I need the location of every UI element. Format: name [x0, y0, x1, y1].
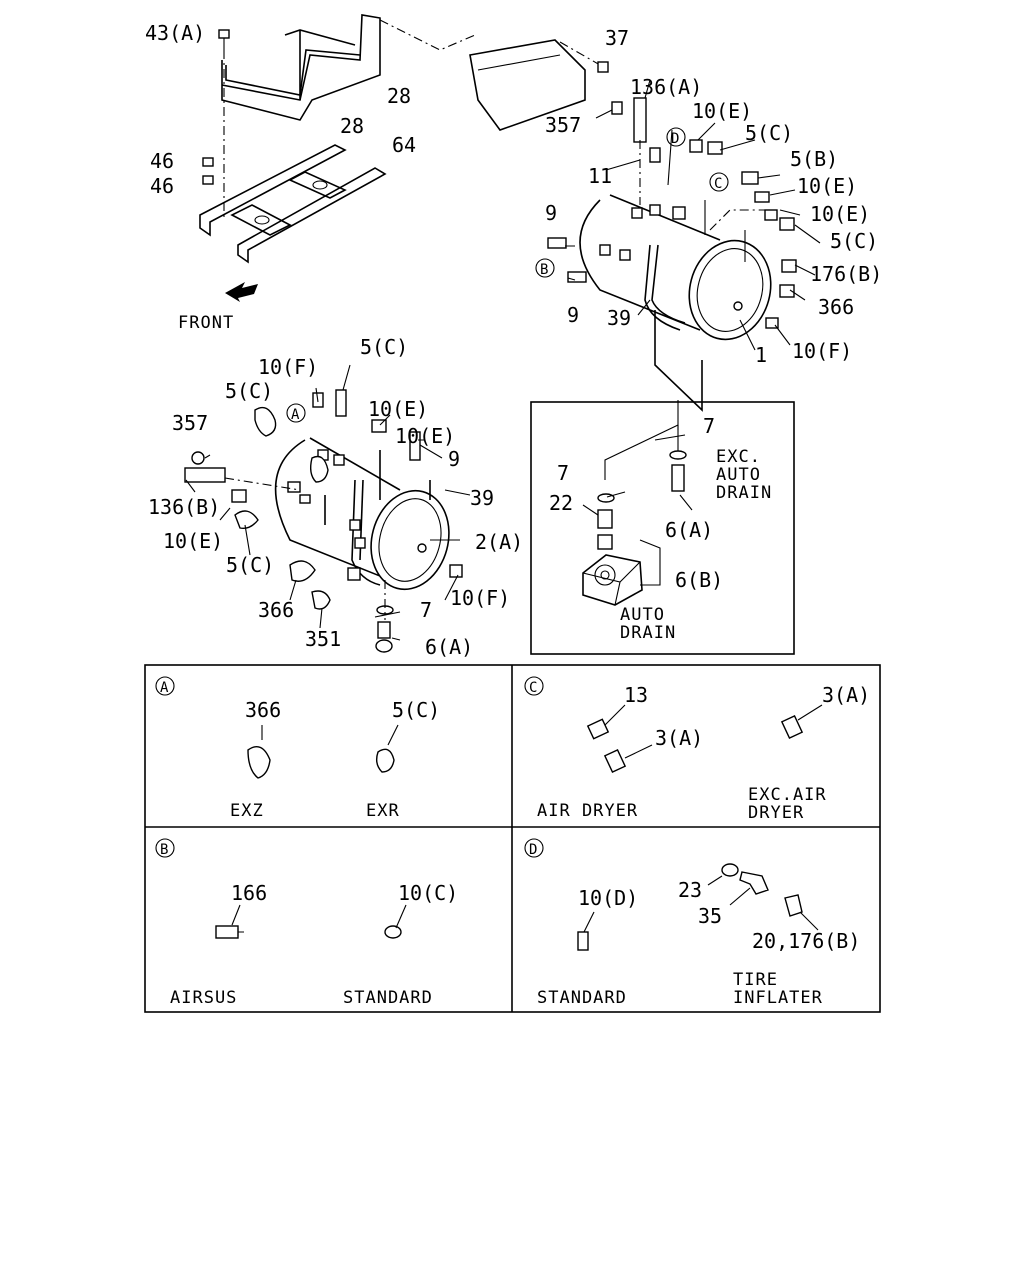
label-10e: 10(E) — [810, 202, 870, 226]
panel-c: C 13 3(A) 3(A) AIR DRYER EXC.AIR DRYER — [524, 676, 870, 823]
air-tank-2a — [184, 364, 471, 653]
panel-a-caption-exz: EXZ — [230, 801, 264, 821]
label-10e: 10(E) — [163, 529, 223, 553]
panel-d-caption-tire: TIRE — [733, 970, 778, 990]
panel-d-part-10d: 10(D) — [578, 886, 638, 910]
panel-b-caption-airsus: AIRSUS — [170, 988, 237, 1008]
panel-a-part-366: 366 — [245, 698, 281, 722]
panel-a-caption-exr: EXR — [366, 801, 400, 821]
label-front: FRONT — [178, 313, 234, 333]
label-exc-auto-drain: EXC. — [716, 447, 761, 467]
marker-a: A — [286, 403, 306, 423]
label-auto-drain: DRAIN — [620, 623, 676, 643]
svg-text:D: D — [529, 842, 537, 858]
panel-a: A 366 5(C) EXZ EXR — [155, 676, 440, 821]
label-1: 1 — [755, 343, 767, 367]
part-labels: 43(A) 37 28 28 46 46 64 FRONT 136(A) 357… — [145, 21, 882, 659]
label-10f: 10(F) — [258, 355, 318, 379]
svg-text:A: A — [160, 680, 169, 696]
label-10e: 10(E) — [797, 174, 857, 198]
label-10e: 10(E) — [692, 99, 752, 123]
label-366: 366 — [818, 295, 854, 319]
panel-c-part-3a: 3(A) — [655, 726, 703, 750]
label-7: 7 — [420, 598, 432, 622]
panel-d-caption-inflater: INFLATER — [733, 988, 823, 1008]
bracket-assembly — [199, 14, 609, 302]
label-6a: 6(A) — [665, 518, 713, 542]
panel-c-part-3a: 3(A) — [822, 683, 870, 707]
label-5c: 5(C) — [360, 335, 408, 359]
label-357: 357 — [545, 113, 581, 137]
label-39: 39 — [470, 486, 494, 510]
svg-text:C: C — [714, 176, 722, 192]
panel-c-caption-air-dryer: AIR DRYER — [537, 801, 638, 821]
label-2a: 2(A) — [475, 530, 523, 554]
panel-c-part-13: 13 — [624, 683, 648, 707]
panel-b-caption-standard: STANDARD — [343, 988, 433, 1008]
svg-text:B: B — [540, 262, 548, 278]
label-10f: 10(F) — [792, 339, 852, 363]
marker-b: B — [535, 258, 555, 278]
label-5b: 5(B) — [790, 147, 838, 171]
label-22: 22 — [549, 491, 573, 515]
air-tank-1 — [547, 79, 821, 430]
label-5c: 5(C) — [225, 379, 273, 403]
label-10e: 10(E) — [368, 397, 428, 421]
circle-markers: D C B A — [286, 127, 729, 423]
label-64: 64 — [392, 133, 416, 157]
label-9: 9 — [448, 447, 460, 471]
label-6b: 6(B) — [675, 568, 723, 592]
panel-d-part-35: 35 — [698, 904, 722, 928]
panel-b: B 166 10(C) AIRSUS STANDARD — [155, 838, 458, 1008]
panel-d-part-20-176b: 20,176(B) — [752, 929, 860, 953]
svg-text:D: D — [671, 131, 679, 147]
label-11: 11 — [588, 164, 612, 188]
label-5c: 5(C) — [830, 229, 878, 253]
panel-d: D 10(D) 23 35 20,176(B) STANDARD TIRE IN… — [524, 838, 860, 1008]
label-exc-auto-drain: AUTO — [716, 465, 761, 485]
svg-text:A: A — [291, 407, 300, 423]
label-exc-auto-drain: DRAIN — [716, 483, 772, 503]
label-136b: 136(B) — [148, 495, 220, 519]
auto-drain-box — [530, 401, 795, 655]
label-351: 351 — [305, 627, 341, 651]
svg-text:B: B — [160, 842, 168, 858]
label-136a: 136(A) — [630, 75, 702, 99]
label-10e: 10(E) — [395, 424, 455, 448]
svg-text:C: C — [529, 680, 537, 696]
label-39: 39 — [607, 306, 631, 330]
label-37: 37 — [605, 26, 629, 50]
panel-d-part-23: 23 — [678, 878, 702, 902]
panel-c-caption-dryer: DRYER — [748, 803, 804, 823]
marker-d: D — [666, 127, 686, 147]
panel-a-part-5c: 5(C) — [392, 698, 440, 722]
label-10f: 10(F) — [450, 586, 510, 610]
variant-panels: A 366 5(C) EXZ EXR C 13 3(A) 3(A) AIR DR… — [144, 664, 881, 1013]
panel-d-caption-standard: STANDARD — [537, 988, 627, 1008]
label-28: 28 — [387, 84, 411, 108]
label-5c: 5(C) — [226, 553, 274, 577]
label-357: 357 — [172, 411, 208, 435]
label-366: 366 — [258, 598, 294, 622]
label-43a: 43(A) — [145, 21, 205, 45]
label-7: 7 — [557, 461, 569, 485]
label-7: 7 — [703, 414, 715, 438]
label-46: 46 — [150, 149, 174, 173]
label-6a: 6(A) — [425, 635, 473, 659]
marker-c: C — [709, 172, 729, 192]
label-28: 28 — [340, 114, 364, 138]
label-46: 46 — [150, 174, 174, 198]
label-9: 9 — [545, 201, 557, 225]
panel-b-part-10c: 10(C) — [398, 881, 458, 905]
panel-c-caption-exc-air: EXC.AIR — [748, 785, 827, 805]
panel-b-part-166: 166 — [231, 881, 267, 905]
label-5c: 5(C) — [745, 121, 793, 145]
label-176b: 176(B) — [810, 262, 882, 286]
front-arrow-icon — [225, 282, 258, 302]
label-9: 9 — [567, 303, 579, 327]
label-auto-drain: AUTO — [620, 605, 665, 625]
